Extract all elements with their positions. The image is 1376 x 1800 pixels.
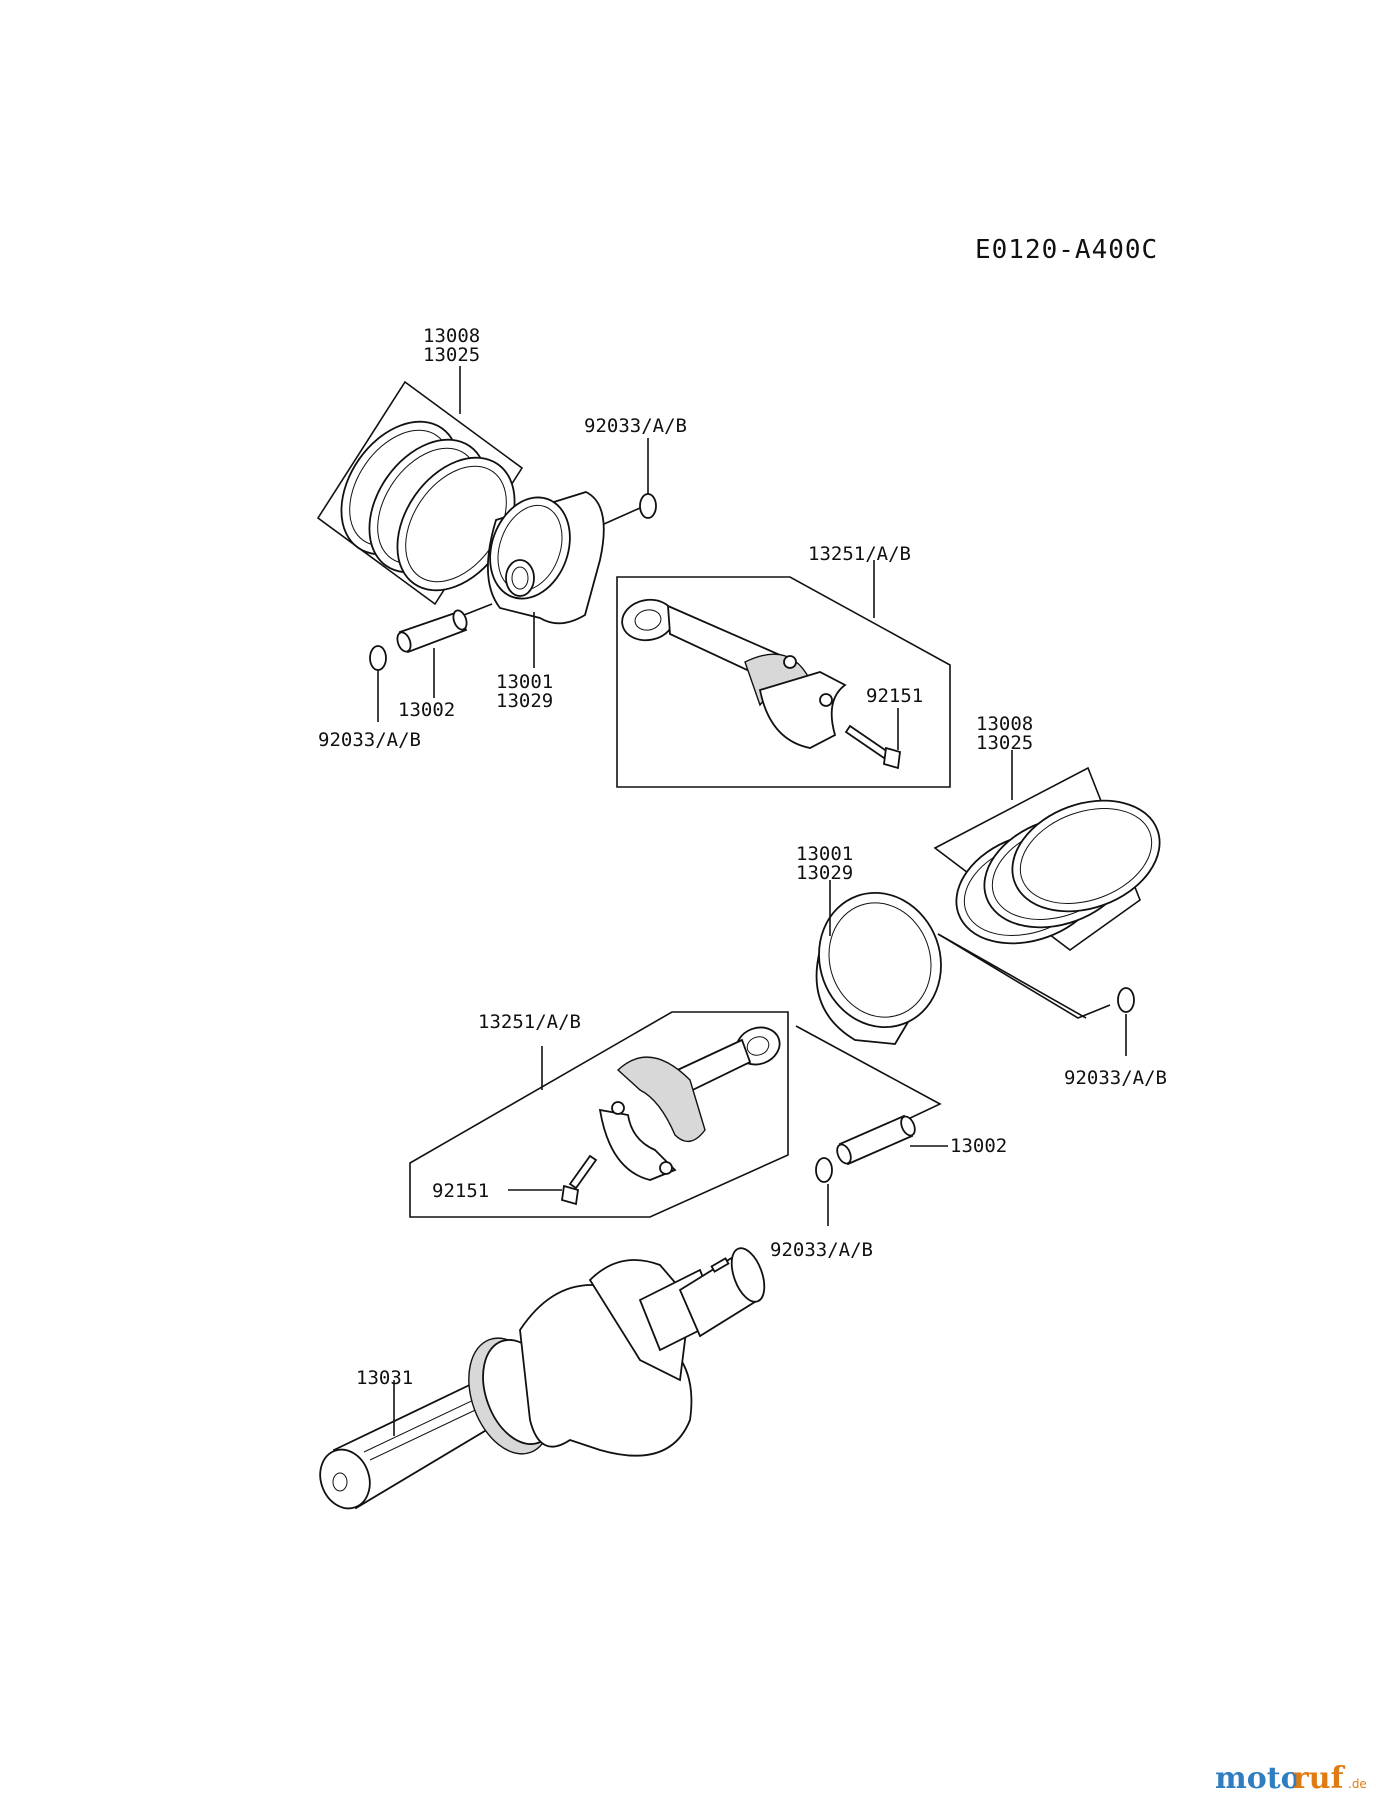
lower-clip-right bbox=[1117, 987, 1135, 1013]
label-lower-rings-1: 13008 bbox=[976, 713, 1033, 735]
lower-piston-pin bbox=[836, 1114, 916, 1166]
label-upper-piston-1: 13001 bbox=[496, 671, 553, 693]
svg-text:.de: .de bbox=[1348, 1777, 1367, 1791]
label-upper-conrod: 13251/A/B bbox=[808, 543, 911, 565]
label-lower-bolt: 92151 bbox=[432, 1180, 489, 1202]
upper-clip-left bbox=[369, 645, 387, 671]
label-lower-piston-1: 13001 bbox=[796, 843, 853, 865]
label-upper-clip-right: 92033/A/B bbox=[584, 415, 687, 437]
label-lower-conrod: 13251/A/B bbox=[478, 1011, 581, 1033]
label-upper-clip-left: 92033/A/B bbox=[318, 729, 421, 751]
upper-connecting-rod bbox=[621, 598, 847, 749]
lower-conrod-box bbox=[409, 1011, 789, 1218]
svg-text:moto: moto bbox=[1215, 1761, 1301, 1796]
lower-conrod-bolt bbox=[560, 1154, 598, 1206]
lower-clip-left bbox=[815, 1157, 833, 1183]
label-upper-piston-2: 13029 bbox=[496, 690, 553, 712]
lower-piston bbox=[815, 891, 942, 1045]
upper-piston-rings bbox=[316, 380, 524, 606]
label-lower-clip-left: 92033/A/B bbox=[770, 1239, 873, 1261]
label-upper-rings-1: 13008 bbox=[423, 325, 480, 347]
lower-piston-rings bbox=[955, 799, 1161, 945]
watermark-logo: moto ruf .de bbox=[1215, 1761, 1367, 1796]
svg-text:ruf: ruf bbox=[1293, 1761, 1346, 1796]
label-lower-rings-2: 13025 bbox=[976, 732, 1033, 754]
label-upper-pin: 13002 bbox=[398, 699, 455, 721]
upper-piston bbox=[487, 491, 605, 625]
label-upper-rings-2: 13025 bbox=[423, 344, 480, 366]
label-lower-pin: 13002 bbox=[950, 1135, 1007, 1157]
label-upper-bolt: 92151 bbox=[866, 685, 923, 707]
upper-conrod-box bbox=[616, 576, 951, 788]
label-lower-piston-2: 13029 bbox=[796, 862, 853, 884]
crankshaft bbox=[319, 1247, 766, 1510]
upper-conrod-bolt bbox=[844, 724, 901, 770]
upper-clip-right bbox=[639, 493, 657, 519]
label-crankshaft: 13031 bbox=[356, 1367, 413, 1389]
label-lower-clip-right: 92033/A/B bbox=[1064, 1067, 1167, 1089]
upper-piston-pin bbox=[396, 609, 468, 654]
lower-connecting-rod bbox=[598, 1026, 781, 1181]
diagram-code: E0120-A400C bbox=[975, 235, 1158, 265]
